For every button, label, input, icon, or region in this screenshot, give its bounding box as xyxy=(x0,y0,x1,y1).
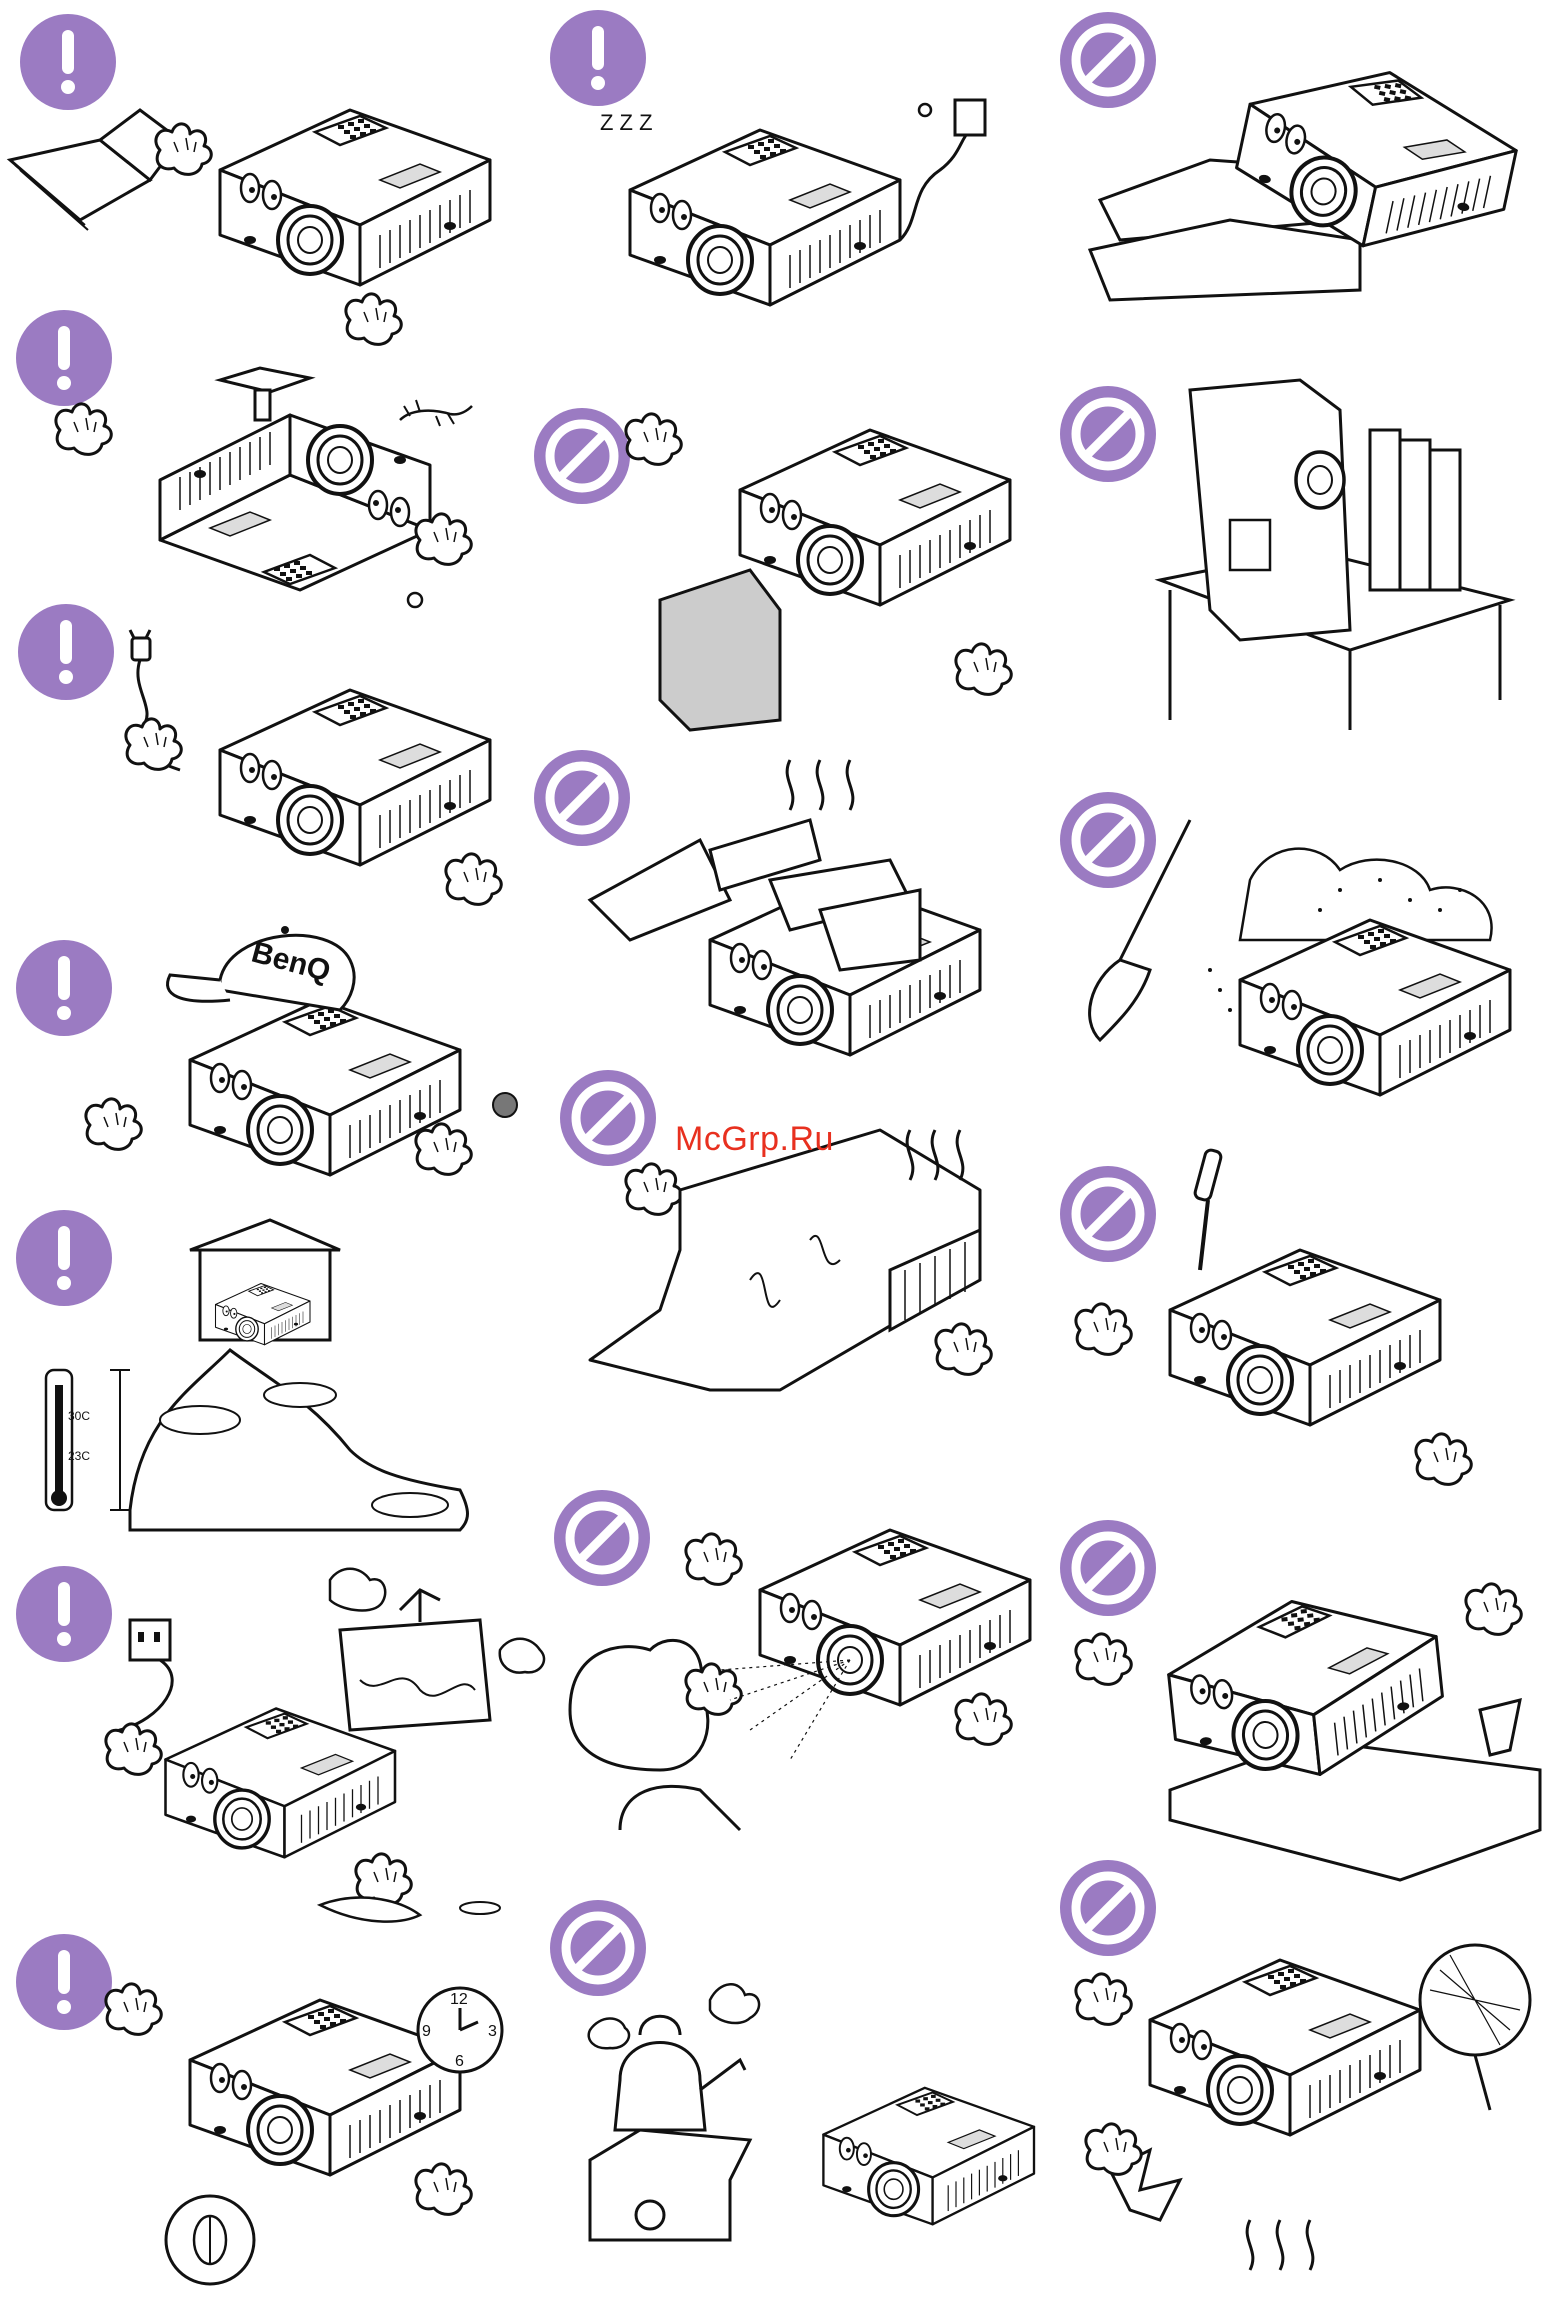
unplug-near-water-illustration xyxy=(100,1560,560,1930)
left-panel-7: 12 3 6 9 xyxy=(0,1930,540,2300)
middle-panel-3 xyxy=(520,740,1060,1080)
left-panel-3 xyxy=(0,600,540,920)
warning-icon xyxy=(550,10,646,106)
staring-into-lens-illustration xyxy=(560,1500,1060,1880)
warning-icon xyxy=(16,1566,112,1662)
tilted-side-panel-illustration xyxy=(630,400,1060,740)
high-altitude-illustration: 30C 23C xyxy=(40,1220,520,1540)
middle-panel-2 xyxy=(520,380,1060,740)
power-plug-illustration xyxy=(120,630,540,920)
right-panel-2 xyxy=(1040,360,1545,720)
middle-panel-1: Z Z Z xyxy=(540,0,1020,360)
left-panel-5: 30C 23C xyxy=(0,1200,540,1540)
middle-panel-6 xyxy=(540,1880,1060,2300)
screwdriver-open-illustration xyxy=(1080,1150,1545,1500)
right-panel-1 xyxy=(1040,0,1545,340)
left-panel-6 xyxy=(0,1550,560,1930)
watermark: McGrp.Ru xyxy=(675,1120,834,1159)
sleeping-projector-illustration: Z Z Z xyxy=(580,100,1020,360)
right-panel-4 xyxy=(1040,1140,1545,1500)
standing-on-end-illustration xyxy=(1150,370,1545,720)
buried-under-papers-illustration xyxy=(590,760,1060,1080)
warning-icon xyxy=(16,1934,112,2030)
branded-cap-illustration: BenQ xyxy=(80,920,540,1220)
prohibited-icon xyxy=(1060,386,1156,482)
prohibited-icon xyxy=(534,408,630,504)
ceiling-mount-illustration xyxy=(60,360,500,620)
dropped-with-fan-illustration xyxy=(1070,1930,1545,2300)
right-panel-3 xyxy=(1040,780,1545,1140)
left-panel-4: BenQ xyxy=(0,900,540,1220)
clock-lamp-illustration: 12 3 6 9 xyxy=(100,1970,540,2300)
uneven-surface-illustration xyxy=(1080,1590,1545,1880)
warning-icon xyxy=(18,604,114,700)
clock-12: 12 xyxy=(450,1991,468,2008)
thermometer-high: 30C xyxy=(68,1409,90,1423)
thermometer-low: 23C xyxy=(68,1449,90,1463)
tilted-on-books-illustration xyxy=(1090,40,1545,340)
sleep-letters: Z Z Z xyxy=(600,110,653,135)
middle-panel-5 xyxy=(540,1480,1060,1880)
clock-3: 3 xyxy=(488,2023,497,2040)
right-panel-5 xyxy=(1040,1500,1545,1880)
dusty-area-illustration xyxy=(1080,820,1545,1140)
clock-6: 6 xyxy=(455,2053,464,2070)
boiling-kettle-illustration xyxy=(580,1940,1060,2300)
right-panel-6 xyxy=(1040,1850,1545,2300)
left-panel-2 xyxy=(0,300,520,620)
covered-by-cloth-illustration xyxy=(590,1130,1060,1460)
clock-9: 9 xyxy=(422,2023,431,2040)
